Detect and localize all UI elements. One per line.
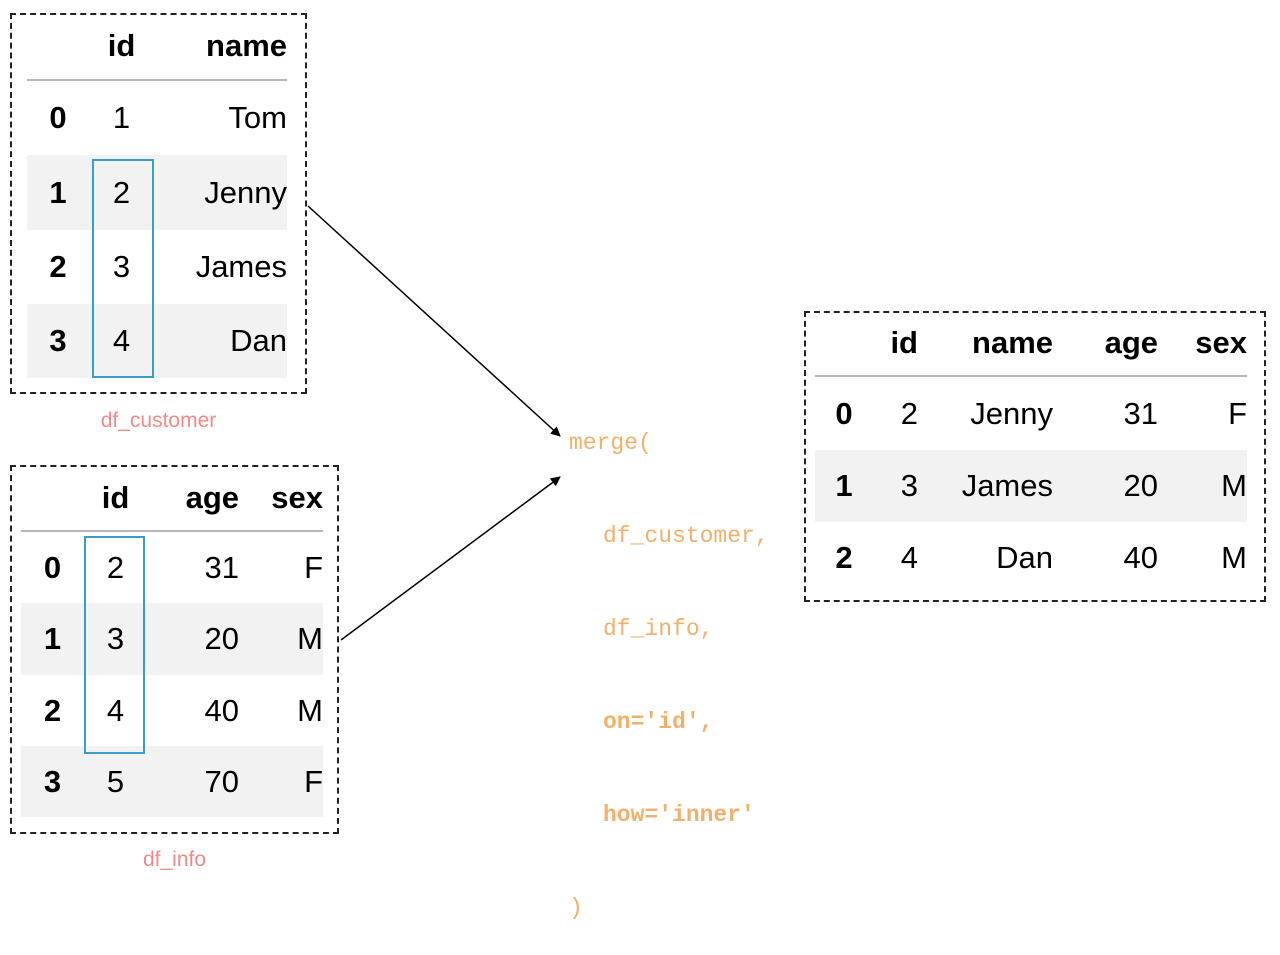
cell-sex: M: [297, 692, 323, 728]
cell-id: 3: [900, 468, 918, 503]
row-index: 0: [43, 549, 62, 585]
cell-name: Dan: [996, 540, 1053, 575]
column-header-id: id: [107, 28, 136, 63]
cell-sex: F: [304, 763, 323, 799]
table-row: 1 3 James 20 M: [815, 450, 1247, 522]
table-row: 1 3 20 M: [21, 603, 323, 675]
column-header-sex: sex: [271, 479, 323, 515]
code-line: df_info,: [603, 616, 714, 642]
cell-sex: M: [1221, 540, 1247, 575]
table-row: 3 5 70 F: [21, 746, 323, 817]
column-header-age: age: [1104, 325, 1158, 360]
row-index: 3: [43, 763, 62, 799]
table-row: 2 4 40 M: [21, 675, 323, 746]
cell-age: 31: [204, 549, 239, 585]
cell-age: 70: [204, 763, 239, 799]
df-info-caption: df_info: [142, 848, 207, 871]
df-customer-frame: [10, 13, 307, 394]
column-header-name: name: [972, 325, 1053, 360]
column-header-id: id: [890, 325, 918, 360]
cell-age: 40: [1123, 540, 1158, 575]
table-header-row: id name: [27, 13, 287, 80]
column-header-sex: sex: [1195, 325, 1247, 360]
cell-id: 3: [106, 621, 125, 656]
cell-age: 40: [204, 692, 239, 728]
merge-call-code: merge( df_customer, df_info, on='id', ho…: [569, 366, 769, 955]
index-header: [815, 311, 873, 376]
cell-age: 31: [1123, 395, 1158, 431]
column-header-age: age: [185, 479, 239, 515]
cell-id: 1: [112, 100, 131, 135]
table-row: 0 1 Tom: [27, 80, 287, 155]
row-index: 2: [49, 249, 67, 284]
cell-age: 20: [204, 621, 239, 656]
row-index: 2: [835, 540, 853, 575]
table-row: 3 4 Dan: [27, 304, 287, 378]
cell-id: 2: [112, 174, 131, 210]
cell-id: 4: [106, 692, 125, 728]
row-index: 0: [49, 100, 67, 135]
cell-name: Jenny: [970, 395, 1053, 431]
column-header-name: name: [206, 28, 287, 63]
cell-name: James: [195, 249, 287, 284]
cell-id: 4: [112, 323, 131, 358]
code-line: how='inner': [603, 802, 755, 828]
df-customer-key-highlight: [92, 159, 154, 378]
table-row: 2 4 Dan 40 M: [815, 522, 1247, 594]
cell-sex: F: [304, 549, 323, 585]
cell-id: 2: [106, 549, 125, 585]
row-index: 1: [43, 621, 62, 656]
cell-id: 4: [900, 540, 918, 575]
table-row: 1 2 Jenny: [27, 155, 287, 230]
cell-name: James: [961, 468, 1053, 503]
cell-age: 20: [1123, 468, 1158, 503]
row-index: 1: [835, 468, 853, 503]
df-info-key-highlight: [84, 536, 145, 754]
df-customer-table: id name 0 1 Tom 1 2 Jenny 2 3 James 3 4 …: [27, 13, 287, 378]
cell-name: Dan: [230, 323, 287, 358]
cell-sex: M: [1221, 468, 1247, 503]
table-row: 0 2 Jenny 31 F: [815, 376, 1247, 450]
table-row: 0 2 31 F: [21, 531, 323, 603]
row-index: 3: [49, 323, 67, 358]
table-row: 2 3 James: [27, 230, 287, 304]
cell-name: Jenny: [204, 174, 287, 210]
code-line: ): [569, 895, 583, 921]
result-table: id name age sex 0 2 Jenny 31 F 1 3 James…: [815, 311, 1247, 594]
code-line: df_customer,: [603, 523, 769, 549]
code-line: on='id',: [603, 709, 714, 735]
df-info-frame: [10, 465, 339, 834]
cell-id: 2: [900, 395, 918, 431]
code-line: merge(: [569, 430, 652, 456]
cell-sex: F: [1228, 395, 1247, 431]
df-customer-caption: df_customer: [100, 409, 217, 432]
row-index: 0: [835, 395, 853, 431]
arrow-df-customer-to-merge: [307, 205, 561, 437]
result-frame: [804, 311, 1266, 602]
cell-sex: M: [297, 621, 323, 656]
df-info-table: id age sex 0 2 31 F 1 3 20 M 2 4 40 M 3 …: [21, 465, 323, 817]
column-header-id: id: [101, 479, 130, 515]
arrow-df-info-to-merge: [340, 476, 561, 641]
merge-arrows: [307, 205, 561, 641]
cell-name: Tom: [228, 100, 287, 135]
row-index: 1: [49, 174, 67, 210]
cell-id: 3: [112, 249, 131, 284]
table-header-row: id name age sex: [815, 311, 1247, 376]
cell-id: 5: [106, 763, 125, 799]
table-header-row: id age sex: [21, 465, 323, 531]
row-index: 2: [43, 692, 62, 728]
